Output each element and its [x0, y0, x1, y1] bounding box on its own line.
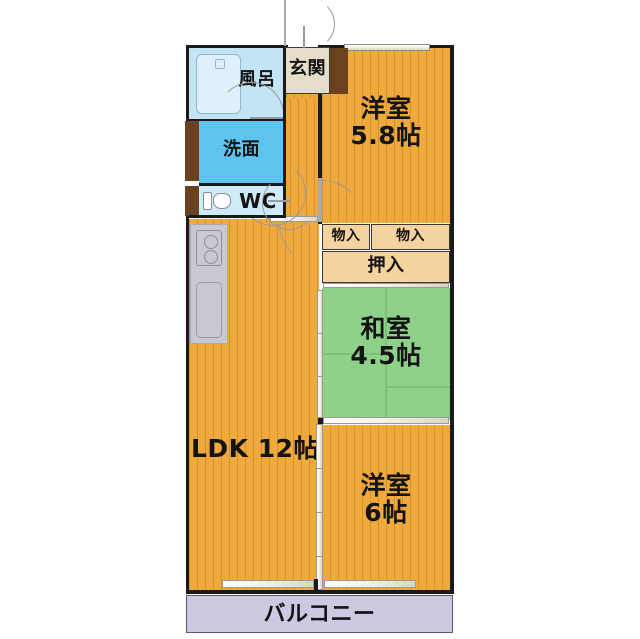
wall-left-upper: [186, 45, 189, 122]
room-balcony: [186, 595, 453, 633]
wall-left-brown-wash: [185, 121, 199, 181]
room-western-2-area: 6帖: [364, 498, 408, 527]
room-japanese: [322, 288, 450, 420]
room-washroom-label: 洗面: [223, 139, 260, 160]
fusuma-japanese-western2[interactable]: [323, 417, 449, 424]
door-leaf-entrance[interactable]: [284, 0, 286, 46]
balcony-door-right[interactable]: [324, 580, 416, 588]
wall-hallway-western1: [318, 48, 322, 224]
storage-oshiire-label: 押入: [367, 255, 405, 276]
oshiire-door-front[interactable]: [323, 283, 449, 288]
wall-wc-bottom: [189, 215, 284, 218]
wall-bottom: [186, 590, 454, 594]
wall-top-entrance: [286, 45, 288, 48]
room-entrance-label: 玄関: [289, 58, 326, 79]
storage-monoire-right-label: 物入: [396, 228, 425, 244]
toilet-bowl-icon: [213, 193, 231, 209]
sliding-partition-ldk-western2[interactable]: [316, 424, 323, 590]
fusuma-ldk-japanese[interactable]: [317, 290, 323, 418]
bath-door-sill: [250, 117, 284, 119]
toilet-tank-icon: [203, 192, 212, 210]
wall-right: [450, 45, 454, 593]
wall-bath-wash: [189, 119, 284, 121]
room-japanese-label: 和室: [360, 314, 412, 343]
room-western-1-area: 5.8帖: [350, 121, 422, 150]
stove-icon: [196, 230, 222, 266]
door-arc-wc: [262, 176, 316, 230]
room-western-1-label: 洋室: [360, 94, 412, 123]
wall-left-brown-wc: [185, 186, 199, 216]
room-western-2: [322, 425, 450, 590]
window-western-1[interactable]: [344, 44, 430, 51]
kitchen-sink-icon: [196, 282, 222, 338]
room-balcony-label: バルコニー: [263, 602, 376, 627]
wall-top-left: [186, 45, 286, 48]
tatami-mat-lines: [322, 288, 450, 420]
storage-monoire-right: [371, 224, 450, 250]
wall-wash-wc: [199, 183, 284, 186]
balcony-door-left[interactable]: [222, 580, 314, 588]
room-japanese-area: 4.5帖: [350, 341, 422, 370]
wall-left-lower: [186, 216, 189, 593]
wall-wetrooms-hallway: [283, 48, 286, 218]
room-ldk-label: LDK 12帖: [190, 434, 320, 463]
room-western-2-label: 洋室: [360, 471, 412, 500]
room-washroom: [199, 121, 284, 183]
entrance-threshold: [303, 26, 305, 48]
door-arc-entrance: [285, 0, 335, 49]
